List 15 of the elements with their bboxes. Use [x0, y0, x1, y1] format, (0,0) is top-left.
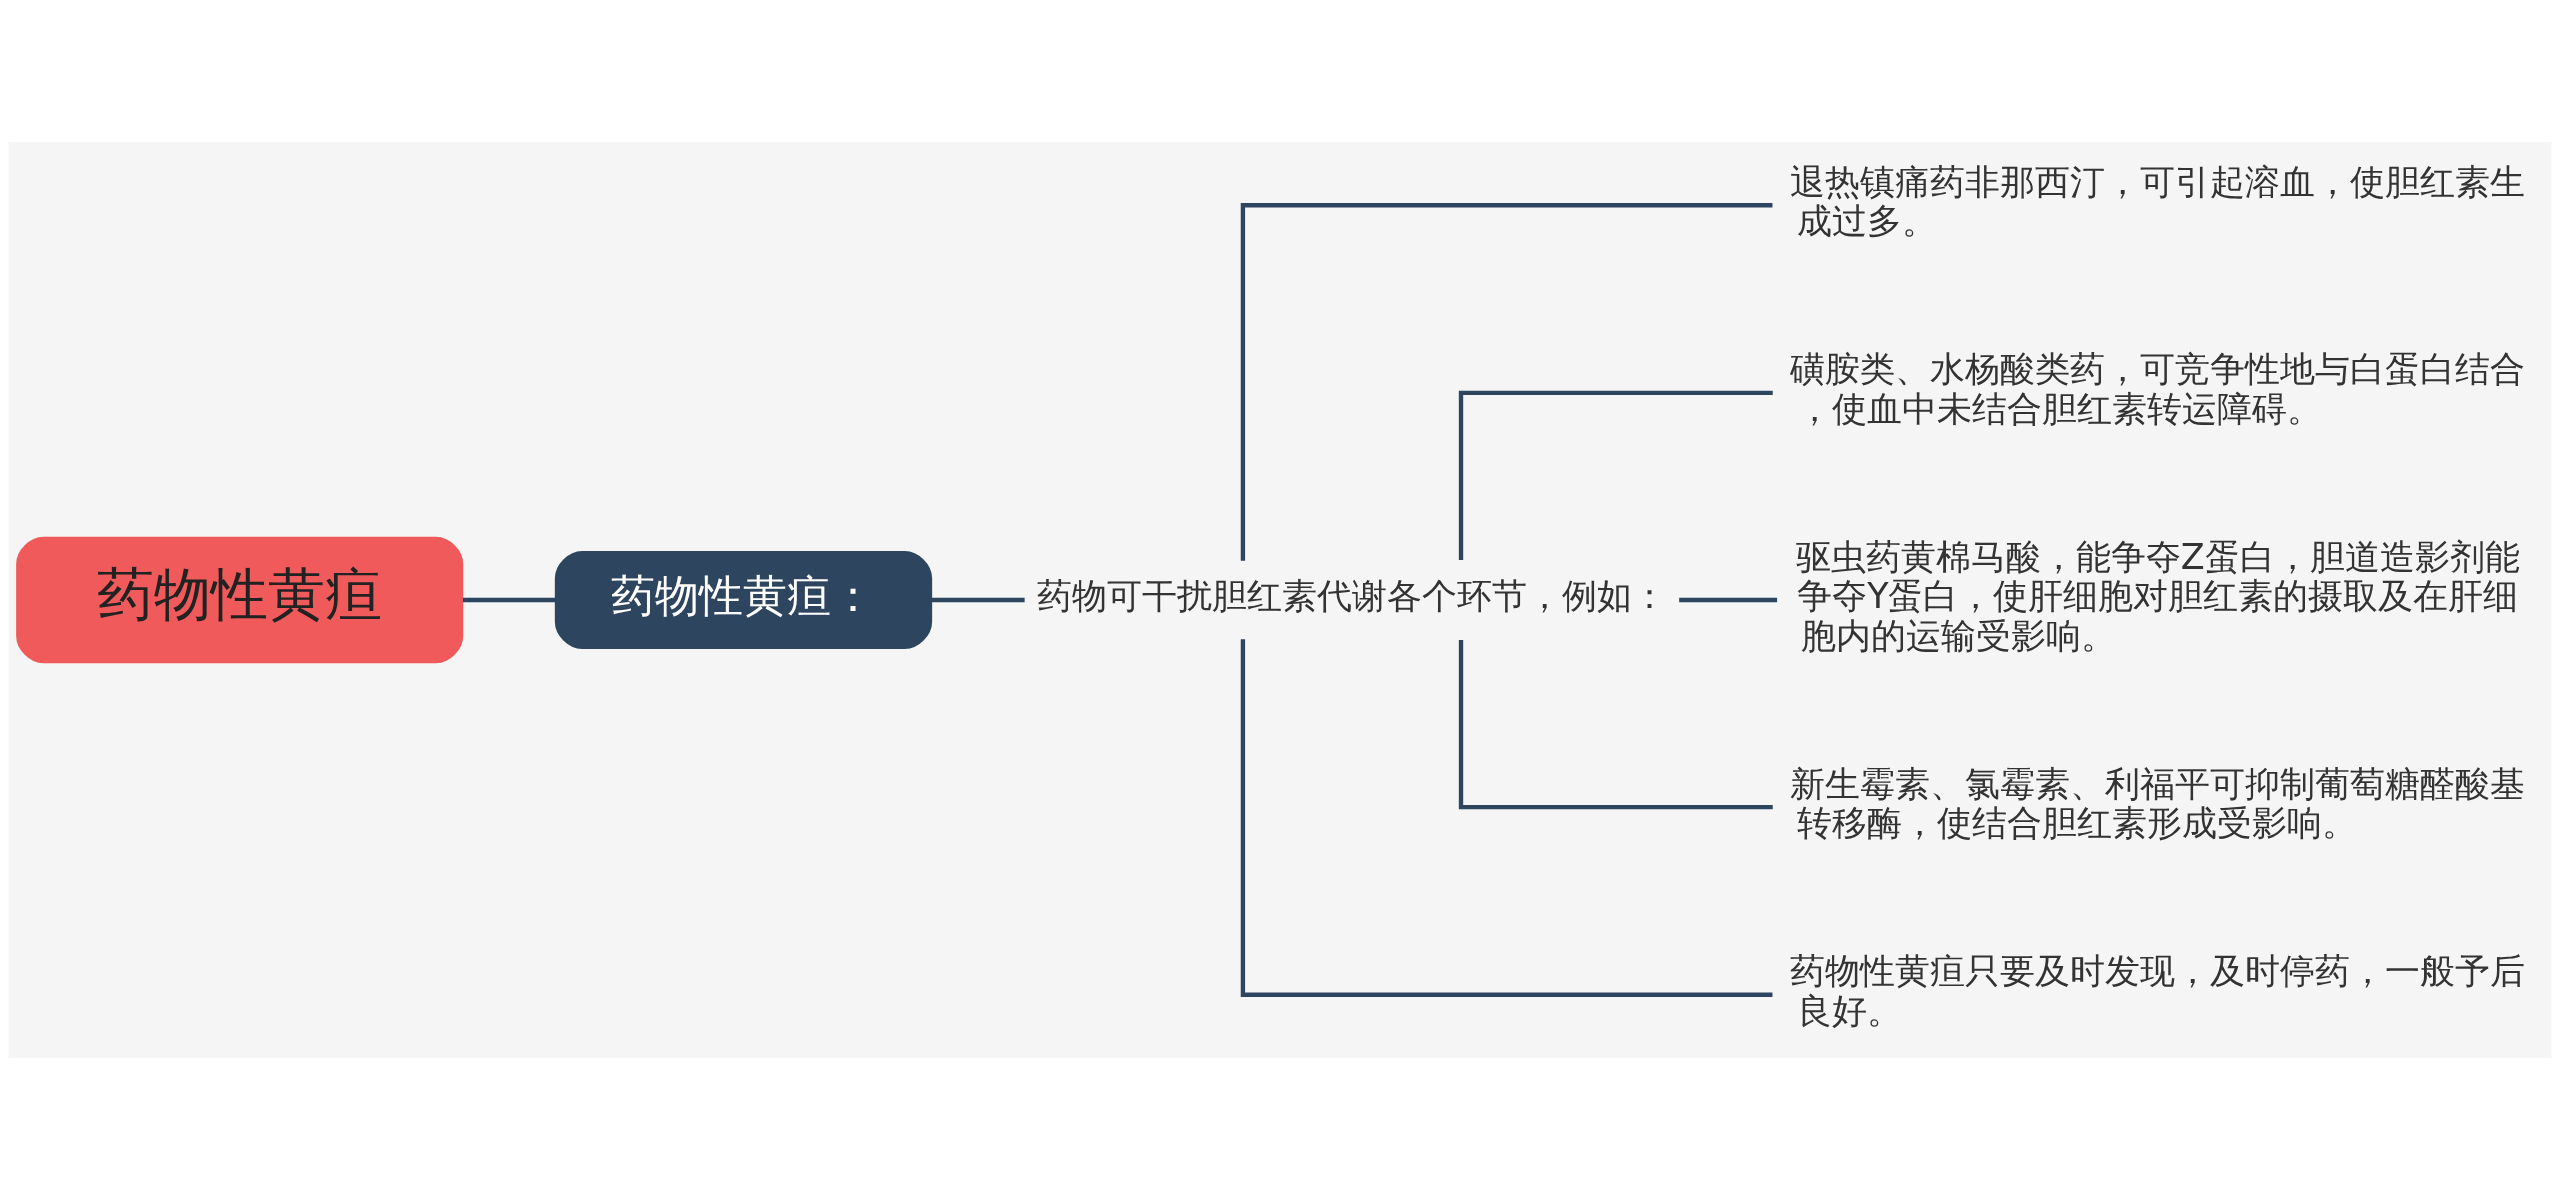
- connector: [1679, 597, 1778, 603]
- node-box: 药物性黄疸: [16, 536, 464, 664]
- connector: [1458, 390, 1773, 561]
- connector: [462, 597, 556, 603]
- connector: [1240, 639, 1773, 997]
- node-text: 退热镇痛药非那西汀，可引起溶血，使胆红素生成过多。: [1790, 161, 2526, 242]
- node-box: 药物性黄疸：: [554, 550, 933, 650]
- node-text: 药物可干扰胆红素代谢各个环节，例如：: [1036, 576, 1667, 617]
- connector: [1458, 639, 1773, 810]
- node-text: 磺胺类、水杨酸类药，可竞争性地与白蛋白结合，使血中未结合胆红素转运障碍。: [1790, 349, 2526, 429]
- node-text: 药物性黄疸只要及时发现，及时停药，一般予后良好。: [1790, 951, 2526, 1031]
- connector: [931, 597, 1025, 603]
- node-text: 新生霉素、氯霉素、利福平可抑制葡萄糖醛酸基转移酶，使结合胆红素形成受影响。: [1790, 763, 2526, 844]
- node-text: 驱虫药黄棉马酸，能争夺Z蛋白，胆道造影剂能争夺Y蛋白，使肝细胞对胆红素的摄取及在肝细胞内的运输受影响。: [1795, 537, 2520, 656]
- connector: [1240, 203, 1773, 561]
